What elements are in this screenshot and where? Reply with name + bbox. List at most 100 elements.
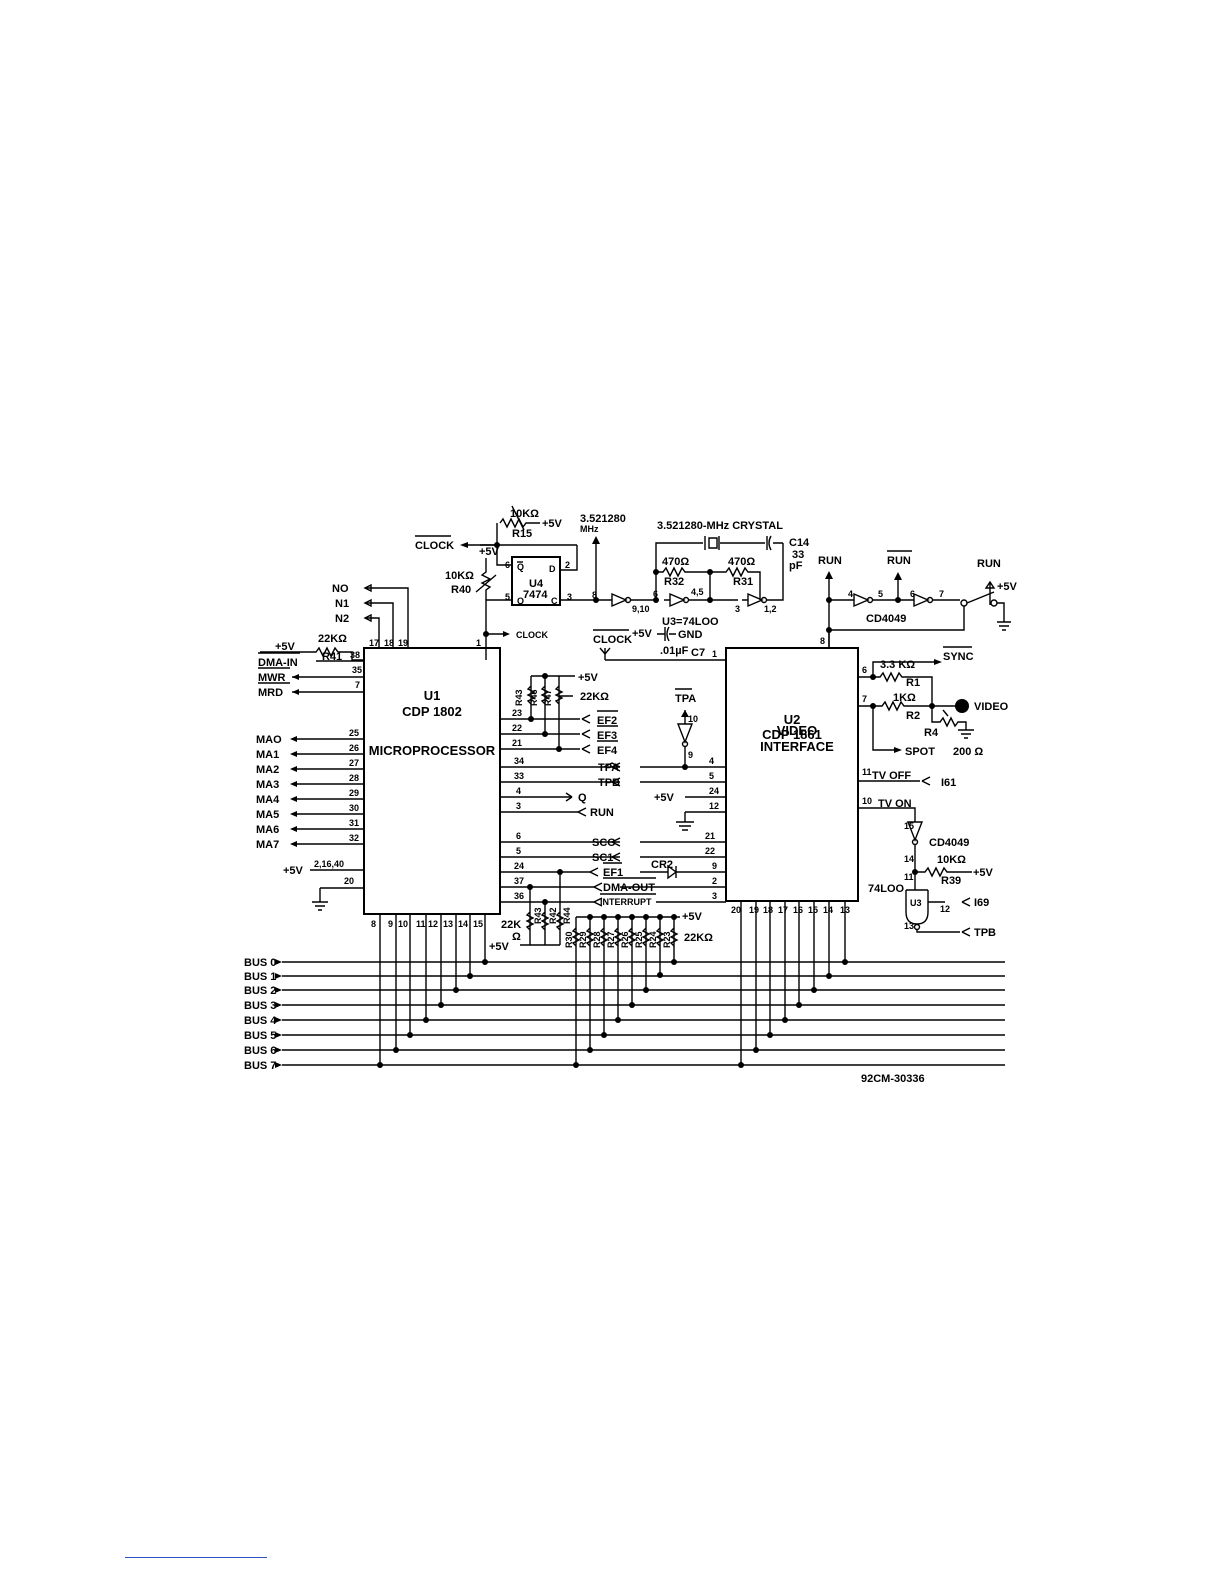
c14-val1: 33 [792, 549, 804, 561]
svg-text:19: 19 [749, 905, 759, 915]
c7-value: .01µF [660, 645, 689, 657]
u2-function-1: VIDEO [777, 723, 817, 738]
run-bar-label: RUN [887, 555, 911, 567]
u1-gnd-pin: 20 [344, 876, 354, 886]
osc-pin-3: 3 [735, 604, 740, 614]
u2-pin-8: 8 [820, 636, 825, 646]
c7-ref: C7 [691, 647, 705, 659]
u2-part: CDP 1861 [762, 727, 822, 742]
svg-text:15: 15 [808, 905, 818, 915]
osc-pin-12: 1,2 [764, 604, 777, 614]
mwr-label: MWR [258, 672, 286, 684]
r40-value: 10KΩ [445, 570, 474, 582]
ma1-label: MA1 [256, 749, 279, 761]
u2-bus-drops [740, 901, 846, 1065]
u1-pin-21: 21 [512, 738, 522, 748]
u1-ref: U1 [424, 688, 441, 703]
u2-ref: U2 [784, 712, 801, 727]
u4-pin-5: 5 [505, 592, 510, 602]
figure-id: 92CM-30336 [861, 1073, 925, 1085]
bus2-label: BUS 2 [244, 985, 276, 997]
u2-pin-21: 21 [705, 831, 715, 841]
n1-label: N1 [335, 598, 349, 610]
tpa-inverter [676, 710, 694, 767]
ma-lines [290, 736, 364, 847]
ma-pin-27: 27 [349, 758, 359, 768]
u1-pin-24: 24 [514, 861, 524, 871]
u4-pin-8: 8 [592, 590, 597, 600]
c7-plus5v: +5V [632, 628, 653, 640]
u2-vcc-label: +5V [654, 792, 675, 804]
r2-ref: R2 [906, 710, 920, 722]
r41-wire [260, 646, 364, 661]
c14-val2: pF [789, 560, 803, 572]
q-label: Q [578, 792, 587, 804]
u2-chip [725, 647, 859, 902]
u3-note: U3=74LOO [662, 616, 719, 628]
u4-pin-2: 2 [565, 560, 570, 570]
svg-text:12: 12 [428, 919, 438, 929]
nand-pin-15: 15 [904, 821, 914, 831]
interrupt-label: INTERRUPT [600, 897, 652, 907]
r39-ref: R39 [941, 875, 961, 887]
bus7-label: BUS 7 [244, 1060, 276, 1072]
tpb-right-label: TPB [974, 927, 996, 939]
u1-vcc-pins: 2,16,40 [314, 859, 344, 869]
r42: R42 [548, 907, 558, 924]
run-cd4049: CD4049 [866, 613, 906, 625]
bus3-label: BUS 3 [244, 1000, 276, 1012]
bus6-label: BUS 6 [244, 1045, 276, 1057]
u1-pin-1: 1 [476, 638, 481, 648]
r1-value: 3.3 KΩ [880, 659, 915, 671]
bus-pullup-plus5v: +5V [682, 911, 703, 923]
r4-value: 200 Ω [953, 746, 983, 758]
u1-pin-5: 5 [516, 846, 521, 856]
osc-pin-6: 6 [653, 589, 658, 599]
svg-text:14: 14 [458, 919, 468, 929]
svg-text:8: 8 [371, 919, 376, 929]
low-pullups [520, 872, 565, 946]
u1-pin-7: 7 [355, 680, 360, 690]
r46: R46 [529, 689, 539, 706]
footer-rule [125, 1557, 267, 1558]
u2-pin-24: 24 [709, 786, 719, 796]
u2-pin-2: 2 [712, 876, 717, 886]
r32-ref: R32 [664, 576, 684, 588]
r1-ref: R1 [906, 677, 920, 689]
mrd-label: MRD [258, 687, 283, 699]
u1-pin-22: 22 [512, 723, 522, 733]
r41-value: 22KΩ [318, 633, 347, 645]
osc-pin-45: 4,5 [691, 587, 704, 597]
svg-text:9: 9 [388, 919, 393, 929]
u2-pin-10: 10 [862, 796, 872, 806]
u2-pin-4: 4 [709, 756, 714, 766]
run-label-2: RUN [977, 558, 1001, 570]
sync-label: SYNC [943, 651, 974, 663]
n2-label: N2 [335, 613, 349, 625]
tv-on-label: TV ON [878, 798, 912, 810]
u2-pin-22: 22 [705, 846, 715, 856]
u4-pin-qbar: Q [517, 562, 524, 572]
low-pullup-value: 22K [501, 919, 521, 931]
u1-bottom-pin-labels: 8 9 10 11 12 13 14 15 [371, 919, 483, 929]
u2-pin-11: 11 [862, 767, 872, 777]
tpb-label: TPB [598, 777, 620, 789]
u1-pin-23: 23 [512, 708, 522, 718]
bus5-label: BUS 5 [244, 1030, 276, 1042]
r40-ref: R40 [451, 584, 471, 596]
r41-ref: R41 [322, 651, 342, 663]
r15-value: 10KΩ [510, 508, 539, 520]
u3-part: 74LOO [868, 883, 905, 895]
u4-pin-c: C [551, 596, 558, 606]
ma0-label: MAO [256, 734, 282, 746]
u1-pin-33: 33 [514, 771, 524, 781]
bus0-label: BUS 0 [244, 957, 276, 969]
svg-text:16: 16 [793, 905, 803, 915]
r15-plus5v: +5V [542, 518, 563, 530]
clock-label: CLOCK [516, 630, 548, 640]
u1-pin-18: 18 [384, 638, 394, 648]
spot-label: SPOT [905, 746, 935, 758]
tpa-inv-label: TPA [675, 693, 696, 705]
run-circuit [825, 571, 1011, 648]
sc1-label: SC1 [592, 852, 613, 864]
